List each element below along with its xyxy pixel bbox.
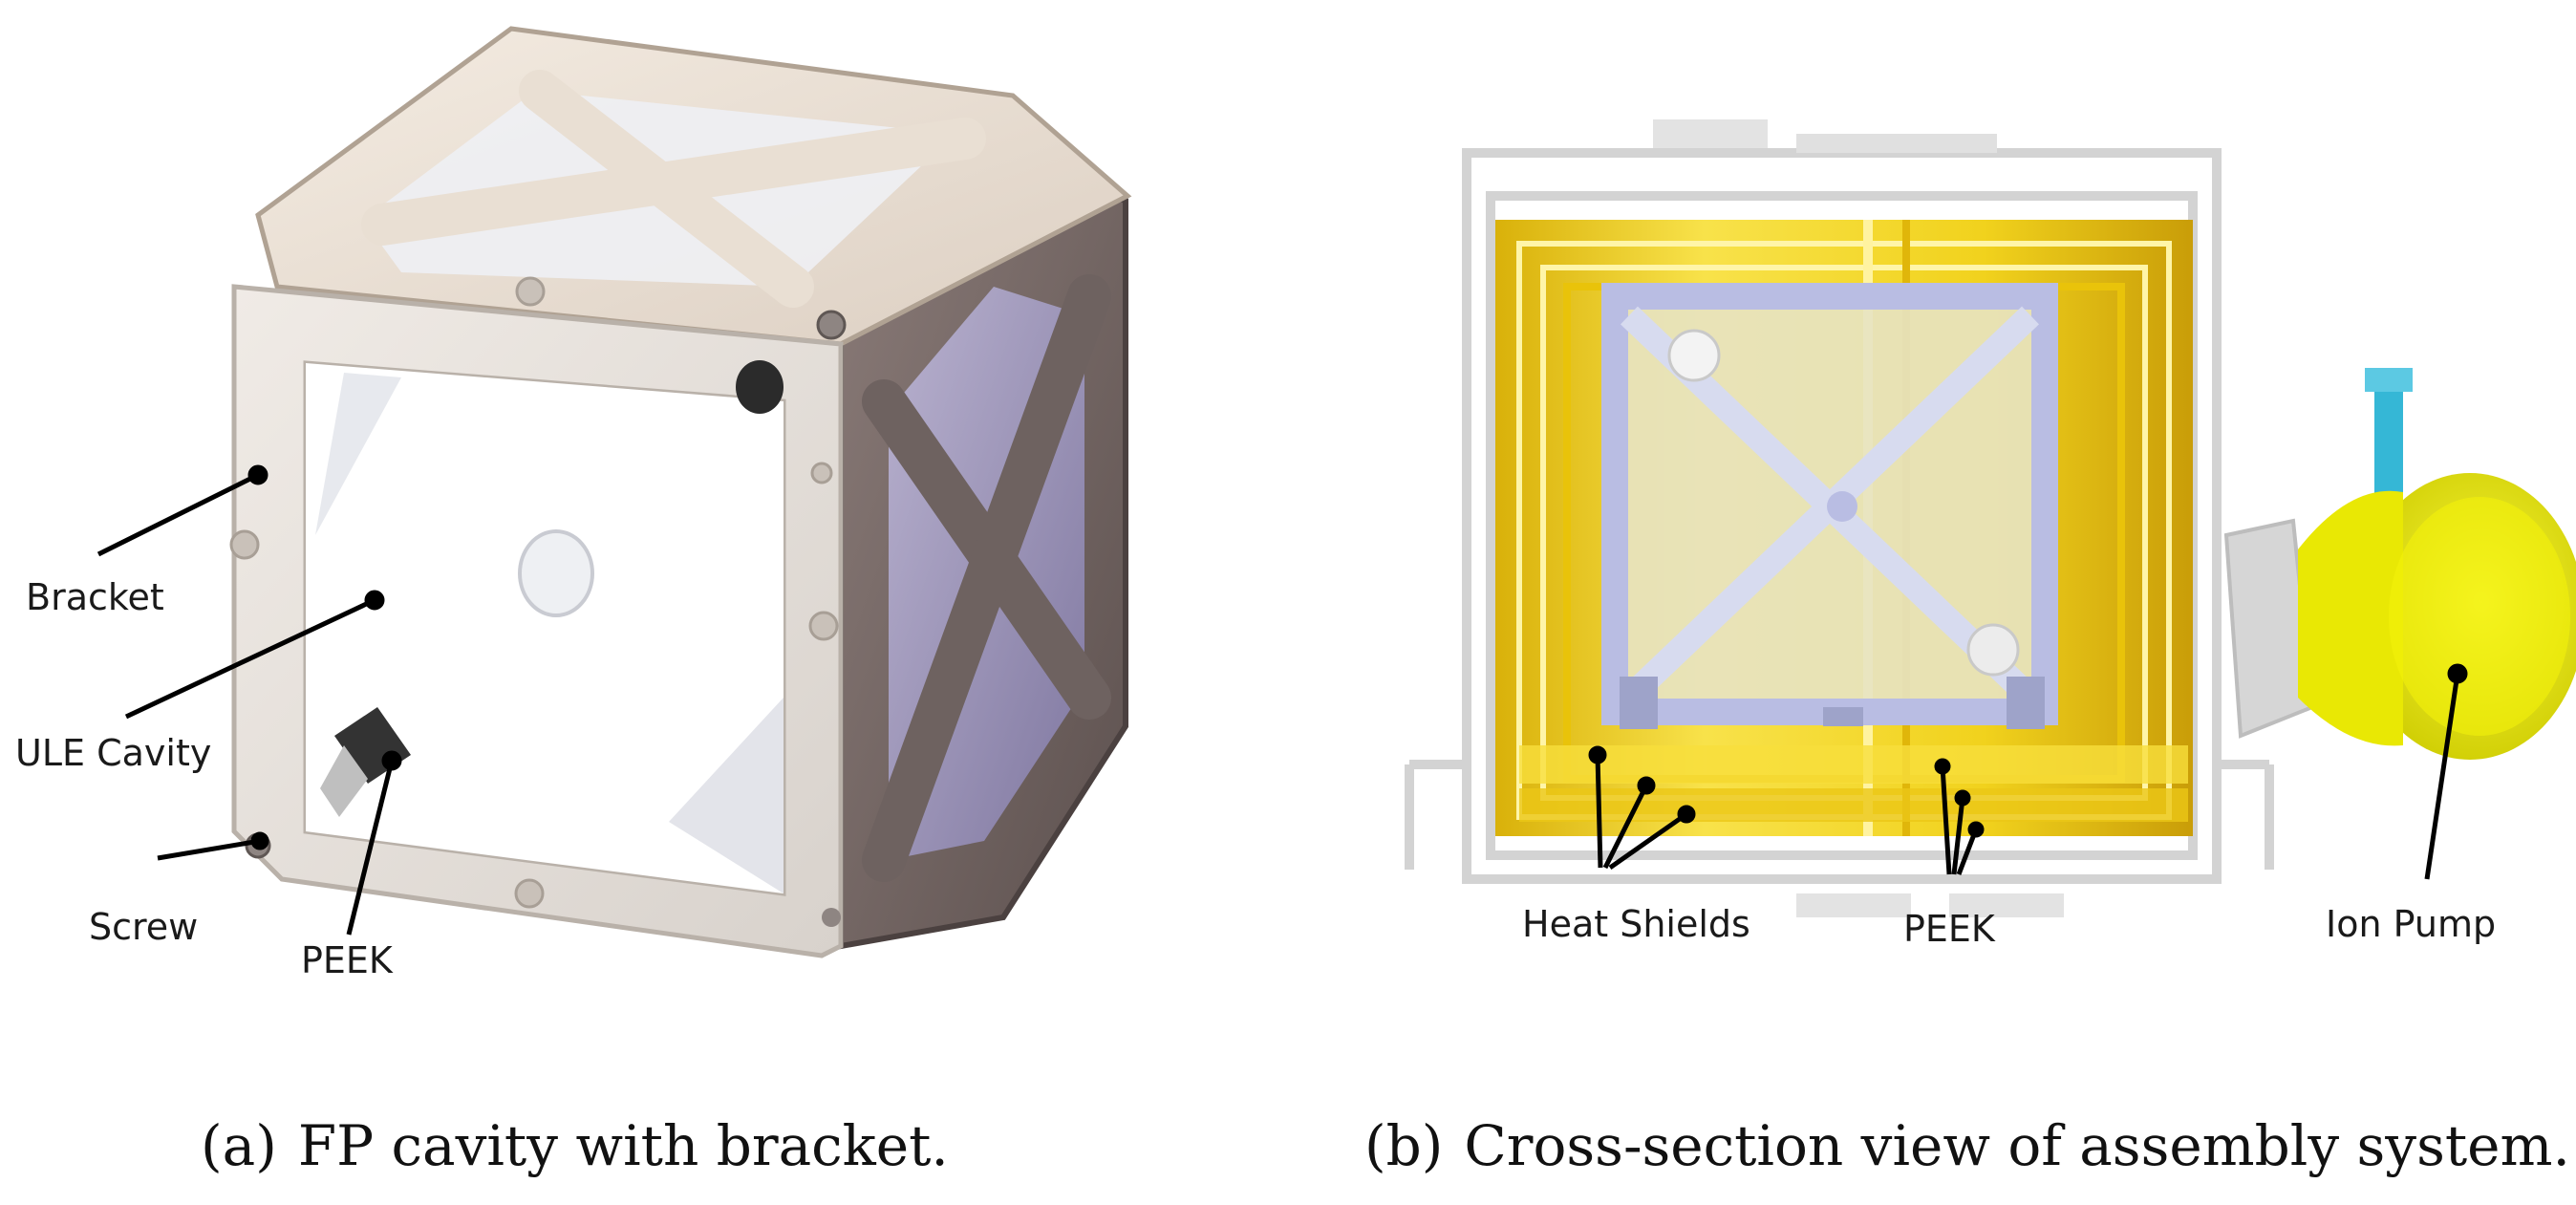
caption-a-text: FP cavity with bracket. [297, 1113, 949, 1178]
caption-b-text: Cross-section view of assembly system. [1464, 1113, 2570, 1178]
bracket-holes [229, 276, 839, 909]
top-x-struts [361, 70, 986, 308]
ion-pump [2223, 368, 2576, 760]
cavity-mirror [518, 529, 594, 617]
label-peek-b: PEEK [1903, 908, 1995, 950]
label-ion-pump: Ion Pump [2326, 903, 2497, 945]
caption-b: (b) Cross-section view of assembly system… [1364, 1113, 2570, 1178]
label-screw: Screw [89, 906, 199, 948]
cavity-frame [1601, 283, 2058, 729]
assembly-cross-section-illustration [1405, 119, 2576, 917]
caption-a: (a) FP cavity with bracket. [201, 1113, 949, 1178]
leader-lines-a [97, 464, 402, 936]
leader-lines-b [1588, 663, 2468, 880]
side-x-struts [862, 274, 1111, 882]
label-peek-a: PEEK [301, 939, 393, 981]
caption-b-tag: (b) [1364, 1113, 1444, 1178]
panel-b-cross-section: Heat Shields PEEK Ion Pump (b) Cross-sect… [1338, 0, 2576, 1205]
label-ule-cavity: ULE Cavity [15, 732, 212, 774]
caption-a-tag: (a) [201, 1113, 277, 1178]
ule-cavity-body [306, 363, 784, 893]
fp-cavity-bracket-illustration [97, 26, 1132, 958]
panel-a-fp-cavity: Bracket ULE Cavity Screw PEEK (a) FP cavi… [15, 26, 1132, 1178]
label-heat-shields: Heat Shields [1522, 903, 1750, 945]
label-bracket: Bracket [26, 576, 164, 618]
